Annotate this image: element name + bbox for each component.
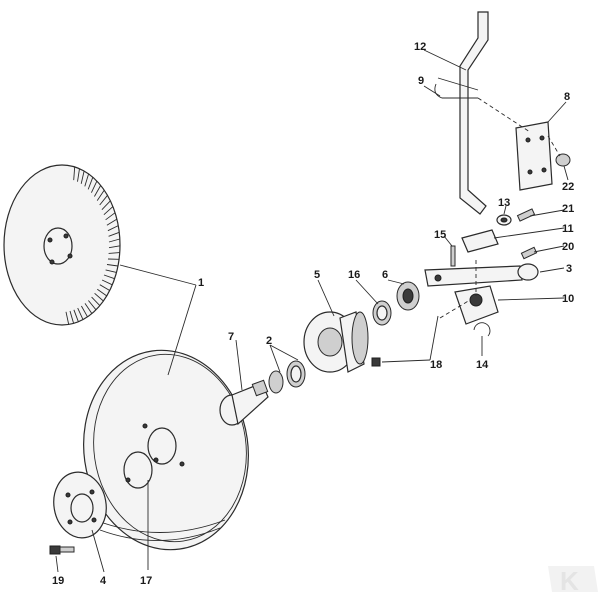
serration-tooth (96, 189, 105, 201)
callout-17: 17 (140, 575, 152, 587)
serration-tooth (97, 288, 107, 297)
serration-tooth (94, 292, 104, 302)
serration-tooth (77, 168, 80, 182)
serration-tooth (73, 309, 79, 322)
serration-tooth (99, 195, 108, 206)
callout-15: 15 (434, 229, 446, 241)
serration-tooth (90, 180, 98, 193)
callout-11: 11 (562, 223, 574, 235)
bearings-2 (268, 360, 306, 394)
bracket-10 (454, 285, 499, 325)
serration-tooth (105, 212, 116, 221)
serration-tooth (88, 300, 97, 311)
wear-plate-17 (123, 423, 185, 489)
serration-tooth (84, 303, 93, 314)
nut-22 (555, 153, 571, 167)
pin-15 (450, 245, 456, 267)
serration-tooth (101, 279, 113, 286)
callout-22: 22 (562, 181, 574, 193)
serration-tooth (108, 238, 120, 243)
callout-labels: 1 2 3 4 5 6 7 8 9 10 11 12 13 14 15 16 1… (52, 41, 574, 587)
shaft-12 (459, 11, 489, 215)
serration-tooth (103, 274, 115, 280)
seal-ring-16 (372, 300, 392, 326)
callout-14: 14 (476, 359, 489, 371)
arm-bar-3 (424, 263, 539, 287)
callout-12: 12 (414, 41, 426, 53)
serration-tooth (101, 200, 111, 211)
bolt-21 (516, 208, 536, 222)
callout-6: 6 (382, 269, 388, 281)
serration-tooth (69, 310, 75, 324)
spindle-7 (219, 379, 269, 426)
serration-tooth (108, 252, 120, 254)
callout-10: 10 (562, 293, 574, 305)
u-bolt-9 (434, 77, 479, 99)
leader-lines (55, 49, 569, 573)
serration-tooth (65, 311, 70, 325)
callout-19: 19 (52, 575, 64, 587)
serration-tooth (87, 177, 94, 190)
plate-8 (515, 121, 553, 191)
serration-tooth (105, 269, 117, 273)
callout-3: 3 (566, 263, 572, 275)
callout-9: 9 (418, 75, 424, 87)
serration-tooth (108, 245, 121, 249)
flange-plate-4 (53, 471, 107, 539)
callout-13: 13 (498, 197, 510, 209)
callout-21: 21 (562, 203, 574, 215)
bolt-19 (49, 545, 75, 555)
callout-5: 5 (314, 269, 320, 281)
serration-tooth (81, 305, 88, 318)
grease-nipple-18 (371, 357, 381, 367)
serration-tooth (108, 231, 120, 237)
disc-upper (3, 164, 121, 326)
serration-tooth (103, 206, 114, 216)
alignment-lines (439, 97, 561, 319)
serration-tooth (80, 170, 85, 184)
watermark-k: K (560, 566, 579, 596)
clamp-11 (461, 229, 499, 253)
serration-tooth (107, 225, 119, 232)
hub-5 (303, 311, 369, 373)
callout-4: 4 (100, 575, 107, 587)
serration-tooth (106, 218, 118, 226)
circlip-14 (473, 322, 491, 337)
serration-tooth (84, 173, 90, 187)
serration-tooth (91, 296, 101, 306)
bolt-20 (520, 246, 538, 260)
callout-18: 18 (430, 359, 442, 371)
callout-7: 7 (228, 331, 234, 343)
brand-watermark: K (548, 566, 598, 596)
callout-8: 8 (564, 91, 570, 103)
serration-tooth (94, 185, 102, 197)
callout-16: 16 (348, 269, 360, 281)
washer-13 (496, 214, 512, 226)
cap-nut-6 (396, 281, 420, 311)
callout-20: 20 (562, 241, 574, 253)
serration-tooth (99, 284, 110, 291)
callout-1: 1 (198, 277, 204, 289)
serration-tooth (106, 264, 119, 267)
callout-2: 2 (266, 335, 272, 347)
serration-tooth (73, 166, 76, 181)
serration-tooth (77, 307, 84, 320)
